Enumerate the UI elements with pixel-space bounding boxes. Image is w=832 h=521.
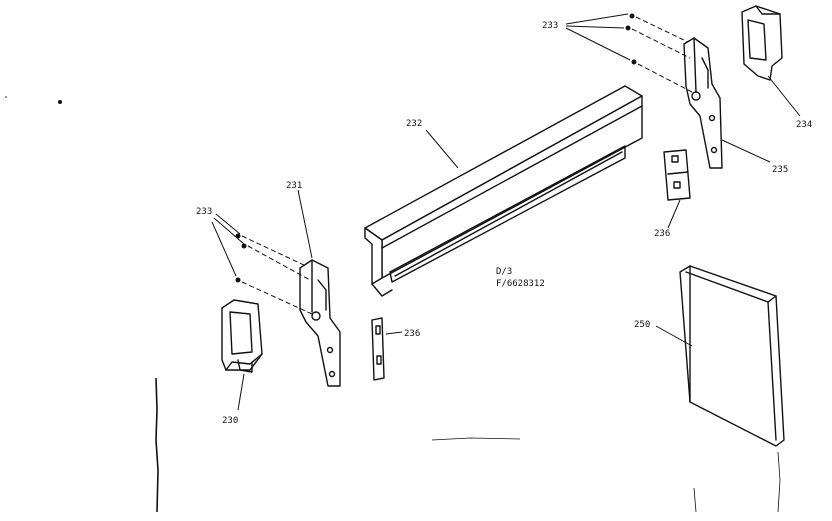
label-250: 250 (634, 320, 650, 330)
part-232-panel (364, 85, 643, 297)
label-232: 232 (406, 119, 422, 129)
part-231-left-bracket (299, 259, 341, 387)
part-234-right-end-cap (741, 5, 783, 81)
screws-233-left (235, 233, 313, 315)
label-233-left: 233 (196, 207, 212, 217)
label-236-left: 236 (404, 329, 420, 339)
screws-233-right (625, 13, 693, 93)
label-235: 235 (772, 165, 788, 175)
part-236-right-clip (663, 149, 691, 201)
part-230-left-end-cap (221, 299, 263, 373)
label-231: 231 (286, 181, 302, 191)
part-labels: 233 231 232 233 234 235 236 236 250 230 … (196, 21, 812, 426)
label-233-right: 233 (542, 21, 558, 31)
label-236-right: 236 (654, 229, 670, 239)
label-234: 234 (796, 120, 812, 130)
leader-lines (211, 13, 801, 411)
drawing-code-line1: D/3 (496, 267, 512, 277)
label-230: 230 (222, 416, 238, 426)
scan-marks (5, 96, 781, 513)
part-235-right-bracket (683, 37, 723, 169)
part-250-panel (679, 265, 785, 447)
drawing-code-line2: F/6628312 (496, 279, 545, 289)
part-236-left-clip (371, 317, 385, 381)
